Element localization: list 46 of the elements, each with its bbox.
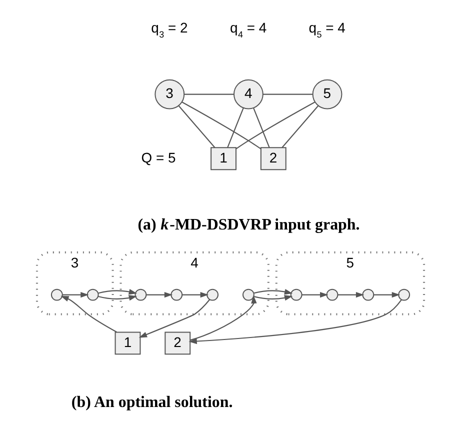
connector	[181, 102, 261, 150]
node-box: 2	[260, 147, 286, 170]
node-circle	[326, 288, 338, 301]
node-label: q$_{5}$ = 4	[308, 20, 345, 40]
connector	[226, 108, 244, 148]
connector	[281, 106, 318, 148]
label: Q = 5	[140, 149, 176, 166]
connector	[252, 108, 270, 148]
node-circle	[362, 288, 374, 301]
connector	[184, 94, 234, 95]
node-circle	[206, 288, 218, 301]
cluster: 5	[274, 251, 425, 316]
node-circle	[86, 288, 98, 301]
cluster: 4	[119, 251, 269, 316]
node-circle	[134, 288, 146, 301]
connector	[235, 102, 315, 150]
node-circle	[170, 288, 182, 301]
arrow	[182, 292, 208, 298]
arrow	[146, 292, 172, 298]
node-circle	[290, 288, 302, 301]
arrow	[253, 288, 292, 301]
node-circle: 4	[233, 79, 263, 110]
arrow	[62, 292, 88, 298]
arrow	[337, 292, 364, 298]
label: (a) k-MD-DSDVRP input graph.	[137, 216, 360, 234]
arrow	[98, 288, 137, 301]
arrow	[301, 292, 328, 298]
arrow	[138, 299, 210, 338]
node-box: 2	[164, 332, 190, 355]
node-circle: 3	[154, 79, 184, 110]
arrow	[60, 296, 116, 332]
connector	[262, 94, 312, 95]
label: (b) An optimal solution.	[70, 394, 232, 411]
cluster: 3	[35, 251, 114, 316]
node-box: 1	[210, 147, 236, 170]
connector	[178, 106, 215, 148]
node-circle	[398, 288, 410, 301]
arrow	[188, 300, 402, 344]
node-circle	[50, 288, 62, 301]
node-circle: 5	[312, 79, 342, 110]
node-label: q$_{4}$ = 4	[230, 20, 266, 40]
node-box: 1	[114, 332, 140, 355]
arrow	[190, 295, 256, 341]
node-circle	[242, 288, 254, 301]
arrow	[373, 292, 400, 298]
node-label: q$_{3}$ = 2	[150, 20, 188, 40]
